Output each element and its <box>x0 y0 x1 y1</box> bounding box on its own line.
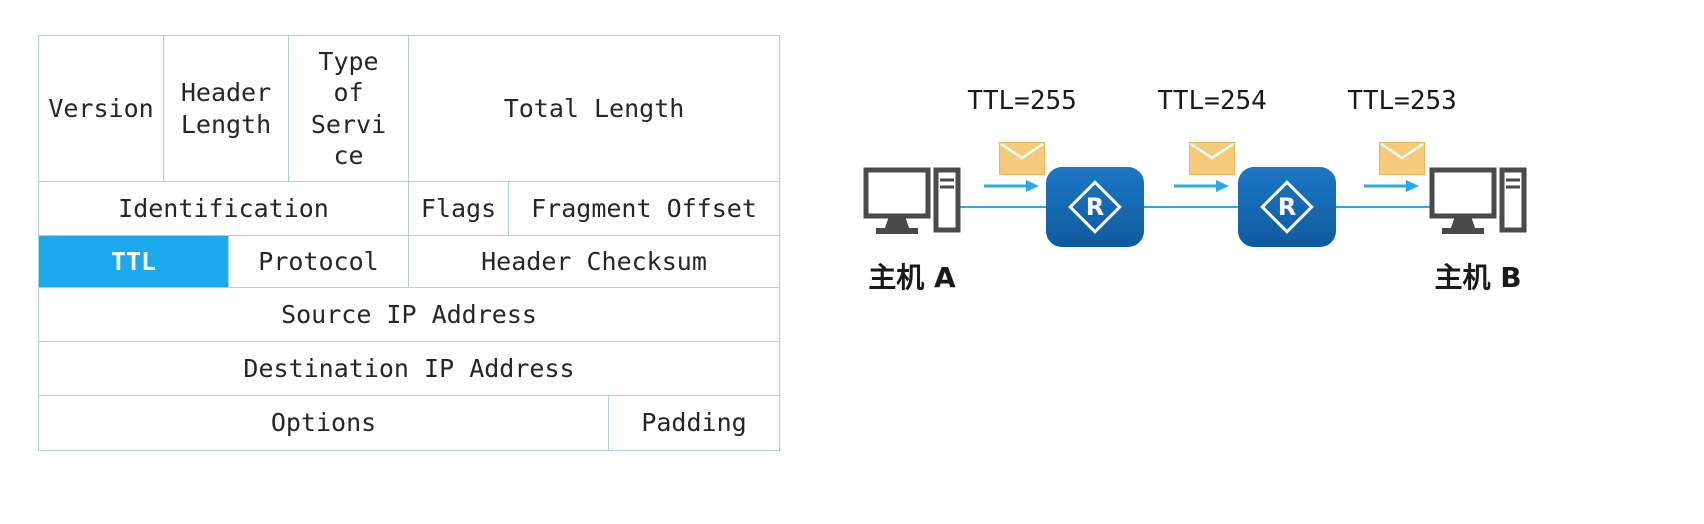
host-a-computer-icon <box>862 166 962 246</box>
packet-envelope-icon-3 <box>1379 142 1425 175</box>
field-identification: Identification <box>39 182 409 236</box>
field-header-length-label: Header Length <box>180 78 272 139</box>
host-b-label: 主机 B <box>1434 261 1522 294</box>
ttl-label-hop3: TTL=253 <box>1347 86 1457 116</box>
host-b-computer-icon <box>1428 166 1528 246</box>
field-type-of-service: Type of Service <box>289 36 409 182</box>
field-ttl-highlighted: TTL <box>39 236 229 288</box>
ttl-label-hop1: TTL=255 <box>967 86 1077 116</box>
field-header-checksum: Header Checksum <box>409 236 779 288</box>
field-flags: Flags <box>409 182 509 236</box>
field-options: Options <box>39 396 609 450</box>
router-1-letter: R <box>1085 193 1105 221</box>
field-header-length: Header Length <box>164 36 289 182</box>
packet-envelope-icon-2 <box>1189 142 1235 175</box>
field-version: Version <box>39 36 164 182</box>
network-link-line <box>958 206 1442 208</box>
ttl-label-hop2: TTL=254 <box>1157 86 1267 116</box>
field-destination-ip: Destination IP Address <box>39 342 779 396</box>
field-type-of-service-label: Type of Service <box>310 47 387 170</box>
packet-envelope-icon-1 <box>999 142 1045 175</box>
hop-arrow-icon-1 <box>984 178 1040 194</box>
ip-header-table: Version Header Length Type of Service To… <box>38 35 780 451</box>
hop-arrow-icon-2 <box>1174 178 1230 194</box>
field-source-ip: Source IP Address <box>39 288 779 342</box>
field-fragment-offset: Fragment Offset <box>509 182 779 236</box>
hop-arrow-icon-3 <box>1364 178 1420 194</box>
field-padding: Padding <box>641 408 747 438</box>
host-a-label: 主机 A <box>868 261 956 294</box>
field-protocol: Protocol <box>229 236 409 288</box>
router-2-letter: R <box>1277 193 1297 221</box>
field-total-length: Total Length <box>409 36 779 182</box>
router-1-icon: R <box>1046 167 1144 247</box>
router-2-icon: R <box>1238 167 1336 247</box>
